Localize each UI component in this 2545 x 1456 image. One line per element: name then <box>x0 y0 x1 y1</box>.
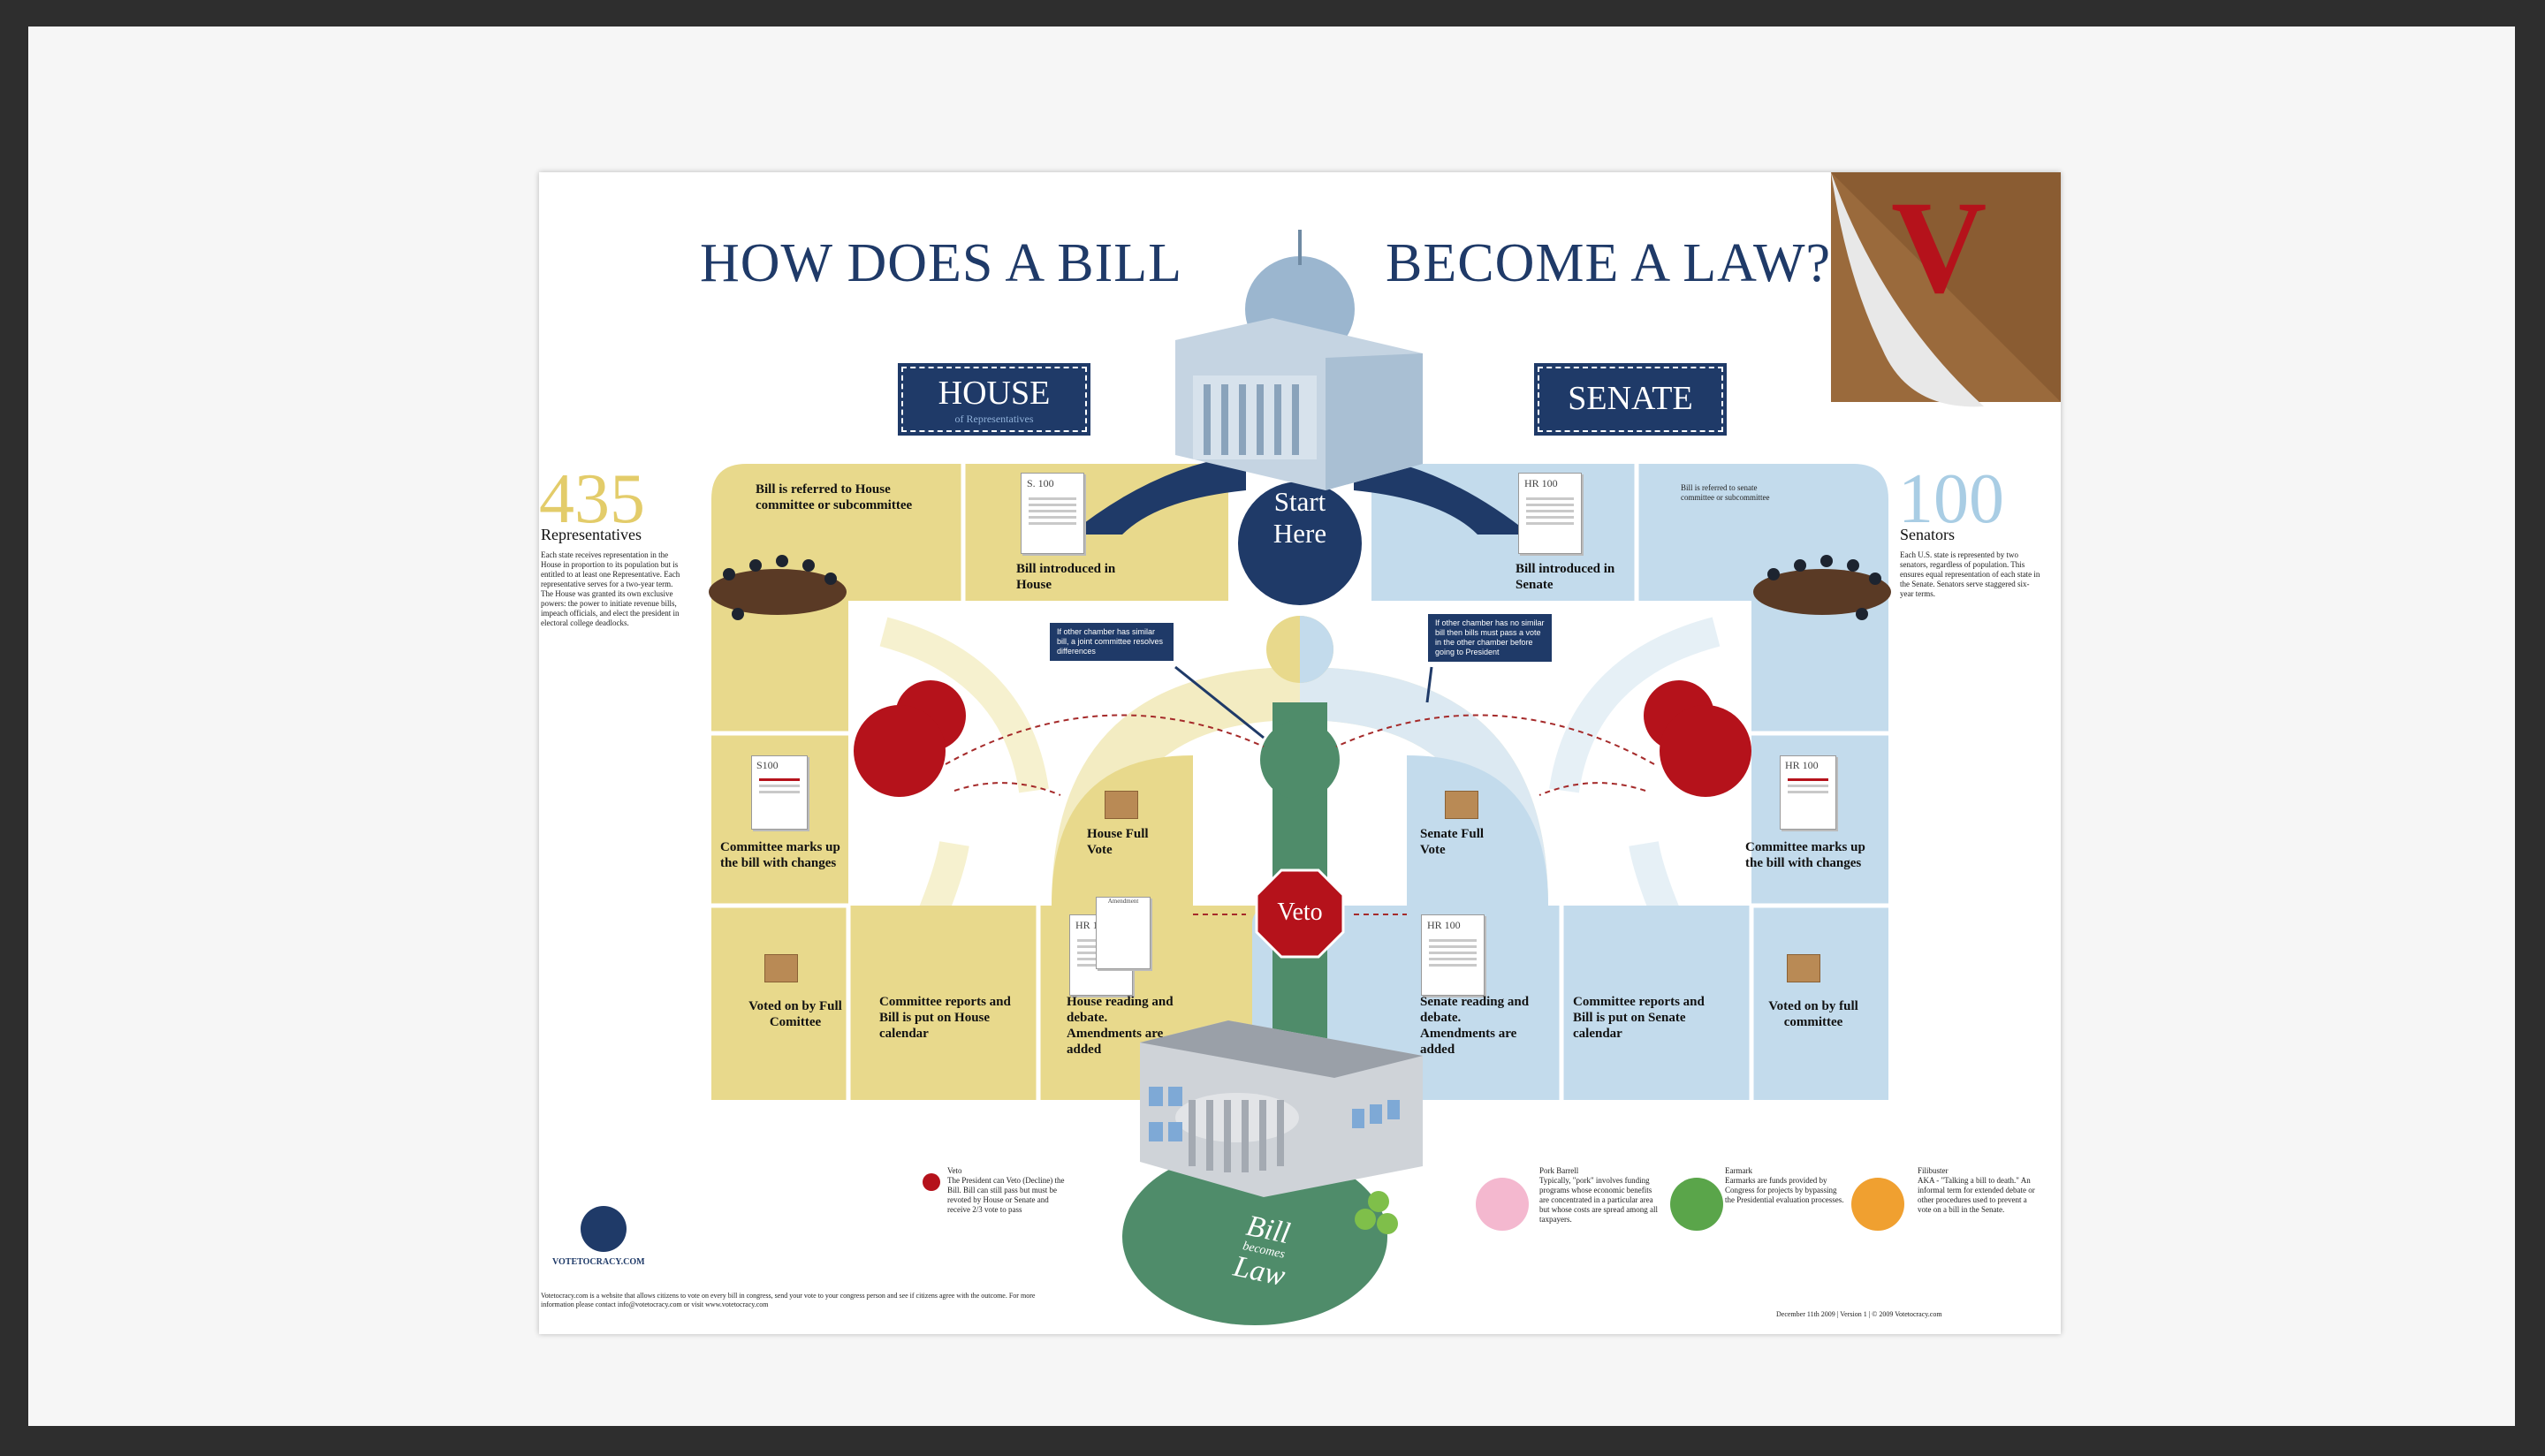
ballot-box-icon <box>1445 791 1478 819</box>
veto-sign-label: Veto <box>1277 899 1323 926</box>
house-count: 435 <box>539 460 645 538</box>
senate-count-label: Senators <box>1900 526 1955 543</box>
senate-markup-doc-label: HR 100 <box>1785 759 1819 771</box>
house-intro-document: S. 100 <box>1021 473 1084 554</box>
footer-logo-text: VOTETOCRACY.COM <box>552 1257 645 1267</box>
legend-earmark-text: Earmarks are funds provided by Congress … <box>1725 1176 1844 1204</box>
legend-earmark-title: Earmark <box>1725 1166 1752 1175</box>
senate-step-full-vote: Senate Full Vote <box>1420 827 1485 857</box>
amendment-document: Amendment <box>1096 897 1151 969</box>
house-markup-document: S100 <box>751 755 808 830</box>
ballot-box-icon <box>764 954 798 982</box>
ballot-box-icon <box>1787 954 1820 982</box>
infographic-poster: HOW DOES A BILL BECOME A LAW? V HOUSE of… <box>539 172 2061 1334</box>
house-step-voted: Voted on by Full Comittee <box>748 999 842 1029</box>
callout-other-chamber: If other chamber has no similar bill the… <box>1428 614 1552 662</box>
house-markup-doc-label: S100 <box>756 759 779 771</box>
house-plaque: HOUSE of Representatives <box>898 363 1090 436</box>
start-here-label: Start Here <box>1272 486 1327 549</box>
legend-veto: Veto The President can Veto (Decline) th… <box>947 1166 1067 1215</box>
house-count-label: Representatives <box>541 526 642 543</box>
senate-intro-doc-label: HR 100 <box>1524 477 1558 489</box>
senate-step-voted: Voted on by full committee <box>1768 999 1858 1029</box>
title-right: BECOME A LAW? <box>1386 233 1832 293</box>
senate-intro-document: HR 100 <box>1518 473 1582 554</box>
senate-plaque: SENATE <box>1534 363 1727 436</box>
legend-pork-title: Pork Barrell <box>1539 1166 1579 1175</box>
board-graphic <box>581 172 2061 1325</box>
house-intro-doc-label: S. 100 <box>1027 477 1054 489</box>
footer-version: December 11th 2009 | Version 1 | © 2009 … <box>1776 1310 1942 1318</box>
house-step-full-vote: House Full Vote <box>1087 827 1149 857</box>
house-step-markup: Committee marks up the bill with changes <box>720 840 840 870</box>
house-plaque-title: HOUSE <box>938 375 1051 412</box>
senate-plaque-title: SENATE <box>1568 380 1693 417</box>
senate-markup-document: HR 100 <box>1780 755 1836 830</box>
senate-step-markup: Committee marks up the bill with changes <box>1745 840 1865 870</box>
ballot-box-icon <box>1105 791 1138 819</box>
house-step-referred: Bill is referred to House committee or s… <box>756 482 913 512</box>
senate-description: Each U.S. state is represented by two se… <box>1900 550 2040 598</box>
votetocracy-logo-letter: V <box>1891 174 1987 321</box>
house-description: Each state receives representation in th… <box>541 550 680 627</box>
legend-filibuster: Filibuster AKA - "Talking a bill to deat… <box>1918 1166 2041 1215</box>
callout-joint-committee: If other chamber has similar bill, a joi… <box>1050 623 1174 661</box>
senate-step-reports: Committee reports and Bill is put on Sen… <box>1573 995 1705 1041</box>
image-viewer: HOW DOES A BILL BECOME A LAW? V HOUSE of… <box>28 27 2515 1426</box>
senate-count: 100 <box>1898 460 2004 538</box>
house-plaque-subtitle: of Representatives <box>954 413 1034 425</box>
senate-step-reading: Senate reading and debate. Amendments ar… <box>1420 995 1530 1057</box>
legend-earmark: Earmark Earmarks are funds provided by C… <box>1725 1166 1844 1205</box>
house-step-reading: House reading and debate. Amendments are… <box>1067 995 1174 1057</box>
title-left: HOW DOES A BILL <box>700 233 1183 293</box>
senate-step-introduced: Bill introduced in Senate <box>1516 562 1615 592</box>
house-step-reports: Committee reports and Bill is put on Hou… <box>879 995 1011 1041</box>
footer-text: Votetocracy.com is a website that allows… <box>541 1292 1036 1308</box>
house-step-introduced: Bill introduced in House <box>1016 562 1116 592</box>
legend-pork-barrell: Pork Barrell Typically, "pork" involves … <box>1539 1166 1659 1225</box>
senate-reading-doc-label: HR 100 <box>1427 919 1461 931</box>
legend-veto-text: The President can Veto (Decline) the Bil… <box>947 1176 1065 1214</box>
legend-veto-title: Veto <box>947 1166 962 1175</box>
legend-filibuster-text: AKA - "Talking a bill to death." An info… <box>1918 1176 2035 1214</box>
legend-filibuster-title: Filibuster <box>1918 1166 1949 1175</box>
senate-step-referred: Bill is referred to senate committee or … <box>1681 483 1770 502</box>
legend-pork-text: Typically, "pork" involves funding progr… <box>1539 1176 1658 1224</box>
senate-reading-document: HR 100 <box>1421 914 1485 996</box>
